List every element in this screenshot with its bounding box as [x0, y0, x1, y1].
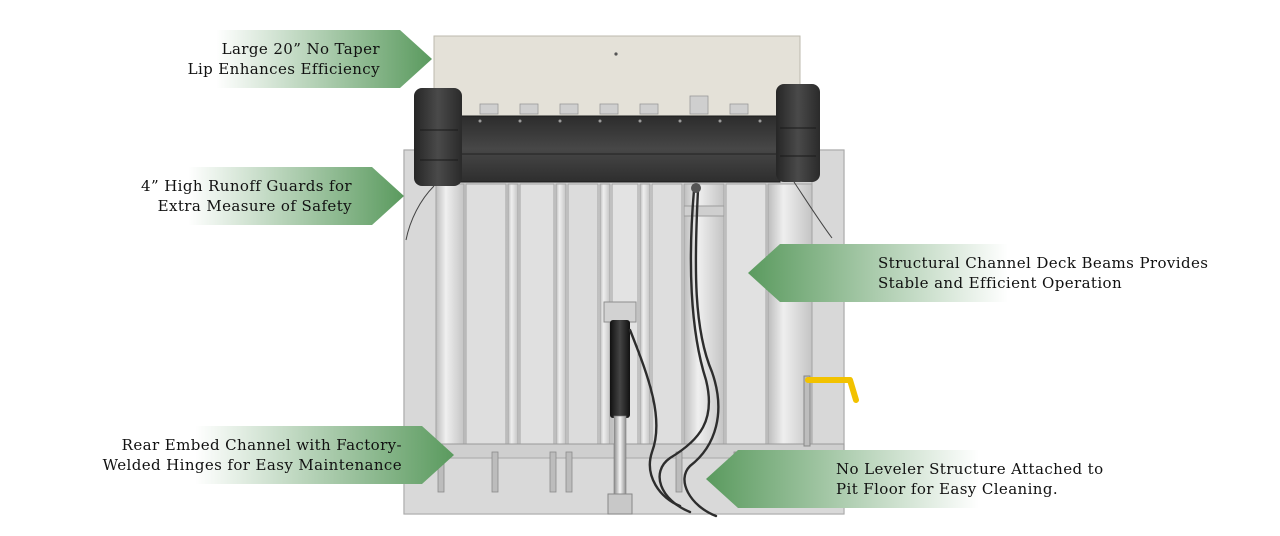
callout-arrow-guards [72, 167, 404, 225]
left-bumper [414, 88, 462, 186]
guard-cables [405, 181, 833, 241]
hydraulic-hoses [628, 188, 720, 518]
valve-handle [805, 377, 859, 403]
cylinder-clevis [607, 493, 633, 515]
hose-fitting [691, 183, 701, 193]
callout-line: Stable and Efficient Operation [878, 274, 1123, 292]
callout-arrow-lip [100, 30, 432, 88]
right-bumper [776, 84, 820, 182]
callout-text: No Leveler Structure Attached to Pit Floo… [836, 450, 1104, 508]
skirt-rivets [478, 119, 762, 123]
upper-crossbar [683, 205, 725, 217]
callout-line: Rear Embed Channel with Factory- [121, 436, 402, 454]
callout-line: 4” High Runoff Guards for [141, 177, 352, 195]
lip-bolt [614, 52, 618, 56]
valve-post [803, 375, 811, 447]
callout-text: Rear Embed Channel with Factory- Welded H… [103, 426, 402, 484]
callout-line: No Leveler Structure Attached to [836, 460, 1104, 478]
callout-embed: Rear Embed Channel with Factory- Welded H… [56, 426, 454, 484]
callout-line: Lip Enhances Efficiency [187, 60, 380, 78]
cylinder-mount [603, 301, 637, 323]
callout-arrow-embed [56, 426, 454, 484]
callout-arrow-beams [748, 244, 1148, 302]
callout-line: Large 20” No Taper [221, 40, 380, 58]
callout-line: Structural Channel Deck Beams Provides [878, 254, 1209, 272]
callout-structure: No Leveler Structure Attached to Pit Floo… [706, 450, 1126, 508]
callout-line: Welded Hinges for Easy Maintenance [102, 456, 402, 474]
cylinder-rod [613, 415, 627, 497]
weather-skirt [457, 115, 781, 183]
callout-arrow-structure [706, 450, 1126, 508]
lip-hinge-knuckles [479, 95, 749, 115]
hydraulic-cylinder [610, 320, 630, 418]
callout-line: Pit Floor for Easy Cleaning. [836, 480, 1059, 498]
callout-line: Extra Measure of Safety [157, 197, 352, 215]
lip-plate [433, 35, 801, 117]
